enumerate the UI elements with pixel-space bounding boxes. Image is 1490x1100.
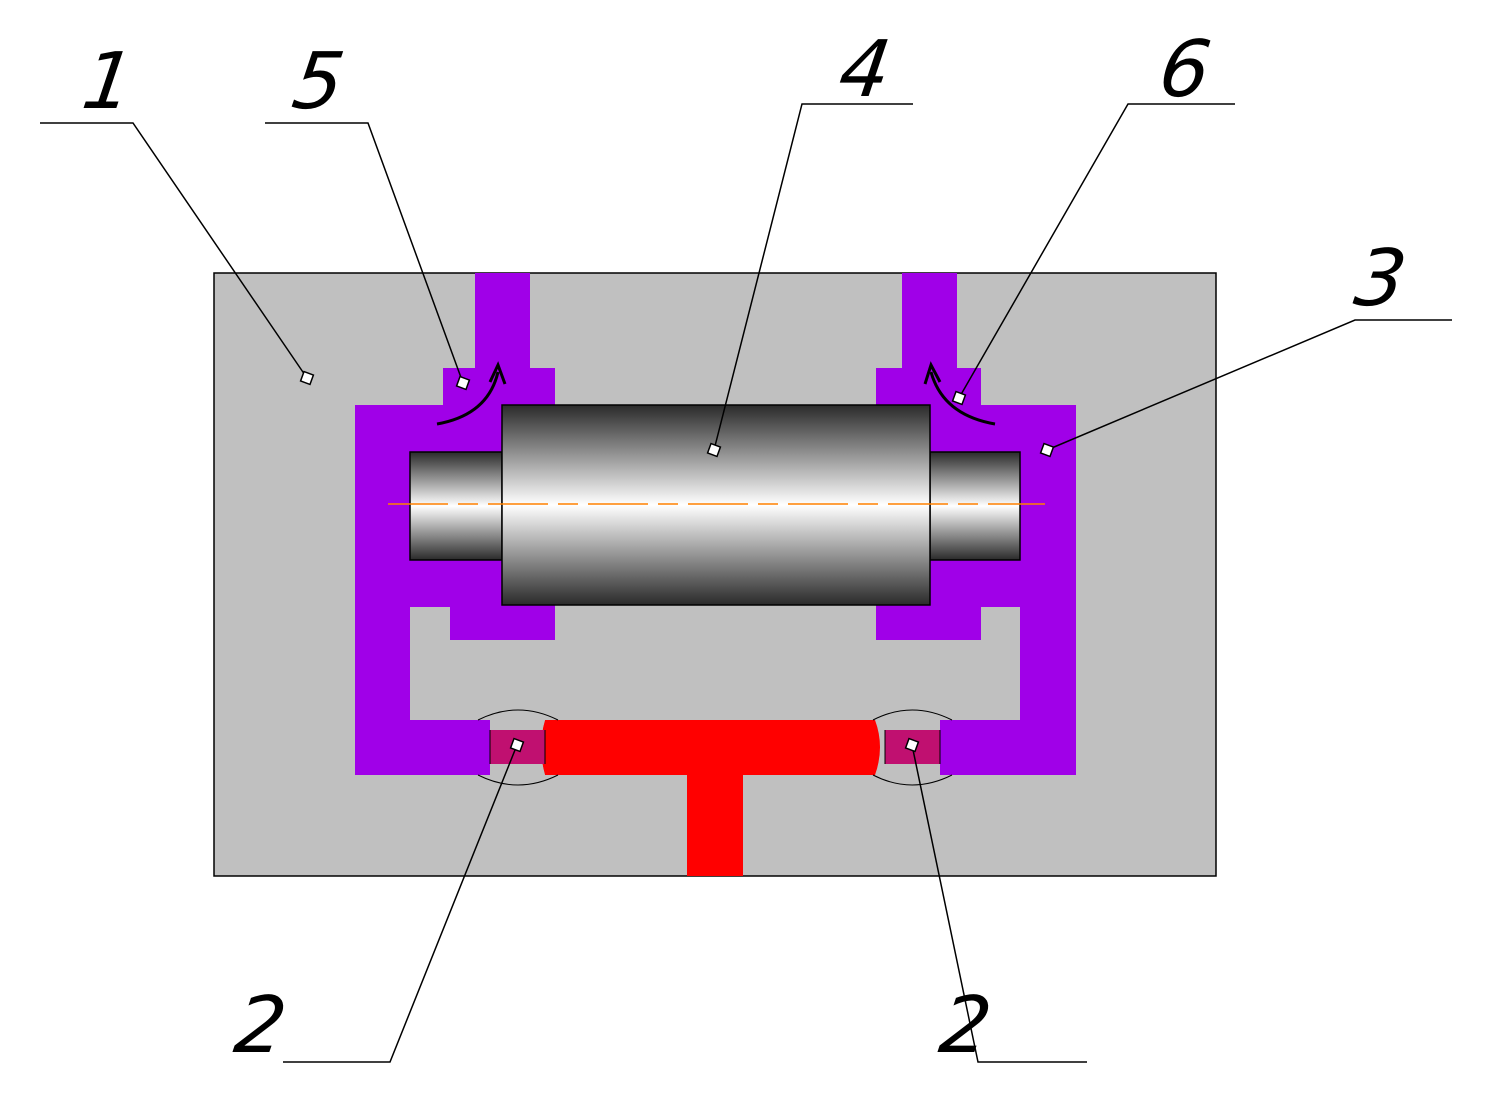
cylindrical-insert (409, 404, 1021, 606)
callout-1: 1 (77, 36, 139, 127)
callout-2-right: 2 (934, 980, 996, 1071)
callout-6: 6 (1154, 24, 1216, 115)
red-inlet-runner (541, 720, 880, 876)
leader-lines (40, 103, 1452, 1063)
leader-markers (299, 370, 1055, 753)
callout-3: 3 (1349, 233, 1411, 324)
flow-arrow-left (436, 361, 507, 426)
callout-2-left: 2 (229, 980, 291, 1071)
flow-arrow-right (923, 361, 996, 426)
callout-4: 4 (834, 24, 896, 115)
callout-5: 5 (287, 36, 349, 127)
